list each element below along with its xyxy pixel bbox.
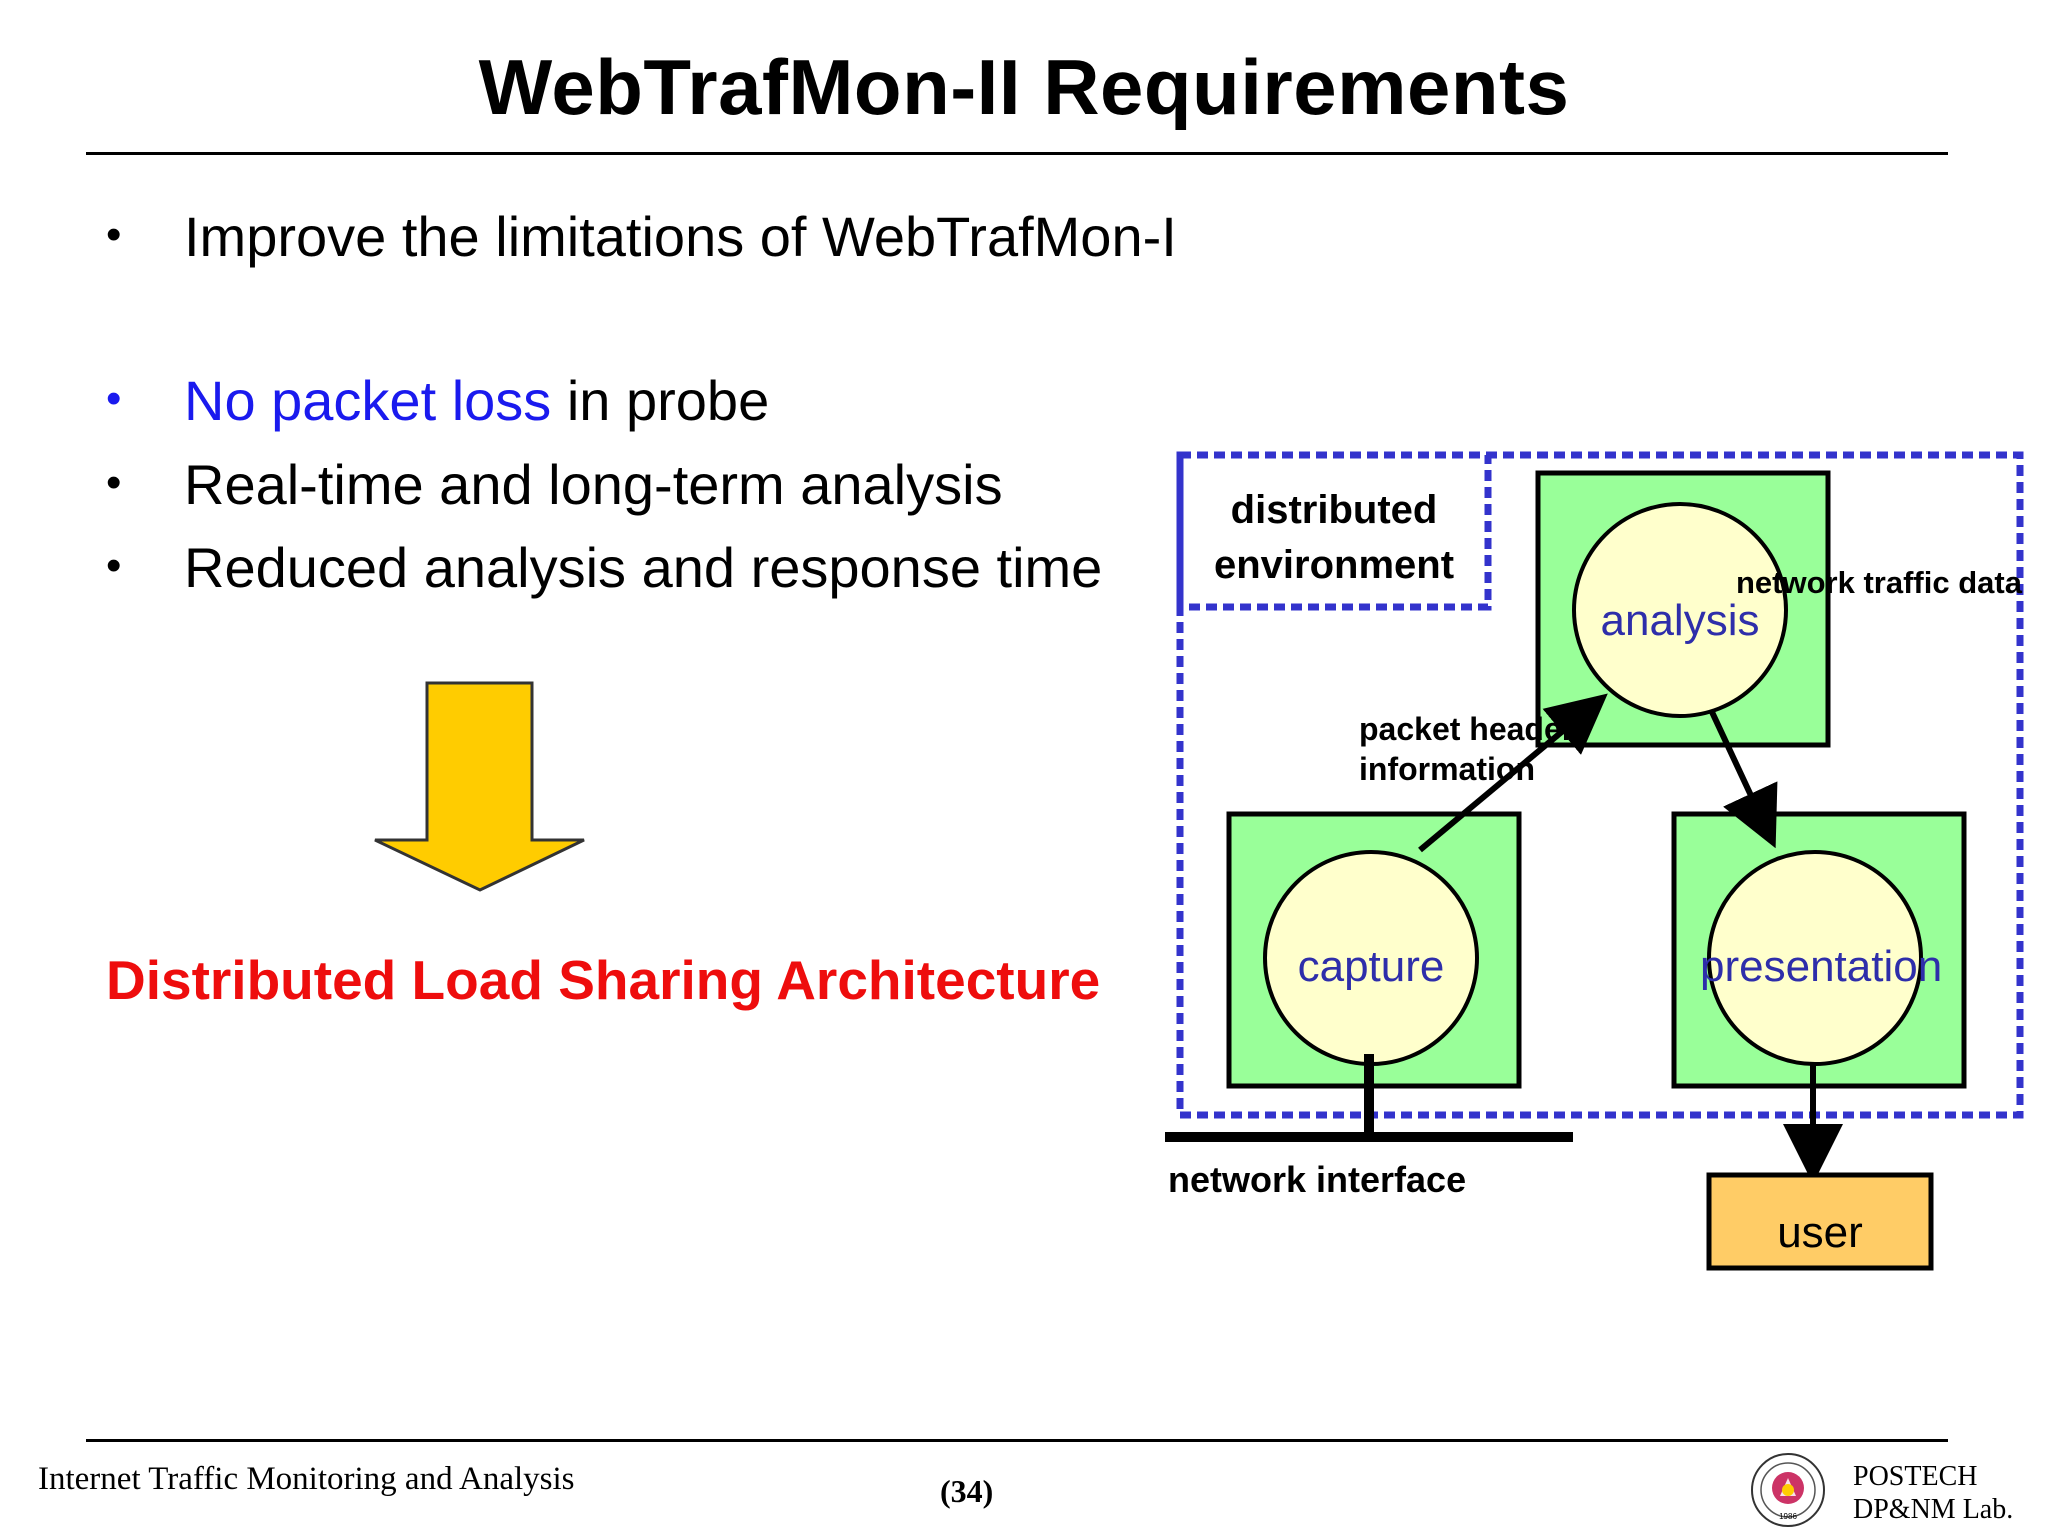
- user-box: [1706, 1172, 1934, 1271]
- footer-divider: [86, 1439, 1948, 1442]
- lab-name: POSTECH DP&NM Lab.: [1853, 1460, 2013, 1526]
- network-interface-label: network interface: [1168, 1159, 1467, 1200]
- lab-name-line2: DP&NM Lab.: [1853, 1494, 2014, 1525]
- bullet-highlight: No packet loss: [184, 369, 552, 432]
- bullet-marker: •: [106, 458, 122, 507]
- bullet-item: No packet loss in probe: [184, 368, 769, 433]
- analysis-to-presentation-arrow: [1709, 710, 1778, 849]
- analysis-circle: [1572, 502, 1788, 718]
- bullet-marker: •: [106, 541, 122, 590]
- bullet-marker: •: [106, 210, 122, 259]
- capture-label: capture: [1297, 942, 1445, 991]
- lab-name-line1: POSTECH: [1853, 1461, 1978, 1492]
- title-divider: [86, 152, 1948, 155]
- environment-label-box: [1176, 451, 1492, 611]
- down-arrow-icon: [374, 681, 585, 892]
- environment-label-line1: distributed: [1230, 488, 1438, 532]
- packet-header-label-line1: packet header: [1359, 711, 1575, 747]
- bullet-item: Reduced analysis and response time: [184, 536, 1103, 599]
- bullet-item: Improve the limitations of WebTrafMon-I: [184, 205, 1177, 268]
- page-number: (34): [940, 1473, 994, 1509]
- user-label: user: [1777, 1208, 1863, 1257]
- network-traffic-data-label: network traffic data: [1736, 565, 2022, 600]
- presentation-label: presentation: [1700, 942, 1943, 991]
- bullet-rest: in probe: [551, 369, 770, 432]
- architecture-diagram: [1165, 451, 2024, 1271]
- capture-to-analysis-arrow: [1418, 693, 1608, 853]
- environment-label-line2: environment: [1213, 543, 1455, 587]
- bullet-marker: •: [106, 374, 122, 423]
- slide-title: WebTrafMon-II Requirements: [478, 43, 1570, 131]
- packet-header-label-line2: information: [1359, 751, 1535, 787]
- environment-boundary: [1176, 451, 2024, 1119]
- analysis-label: analysis: [1600, 596, 1760, 645]
- bullet-item: Real-time and long-term analysis: [184, 453, 1003, 516]
- course-name: Internet Traffic Monitoring and Analysis: [38, 1461, 575, 1497]
- svg-text:1986: 1986: [1779, 1512, 1797, 1521]
- conclusion-heading: Distributed Load Sharing Architecture: [106, 949, 1101, 1011]
- university-seal-icon: 1986: [1751, 1453, 1825, 1527]
